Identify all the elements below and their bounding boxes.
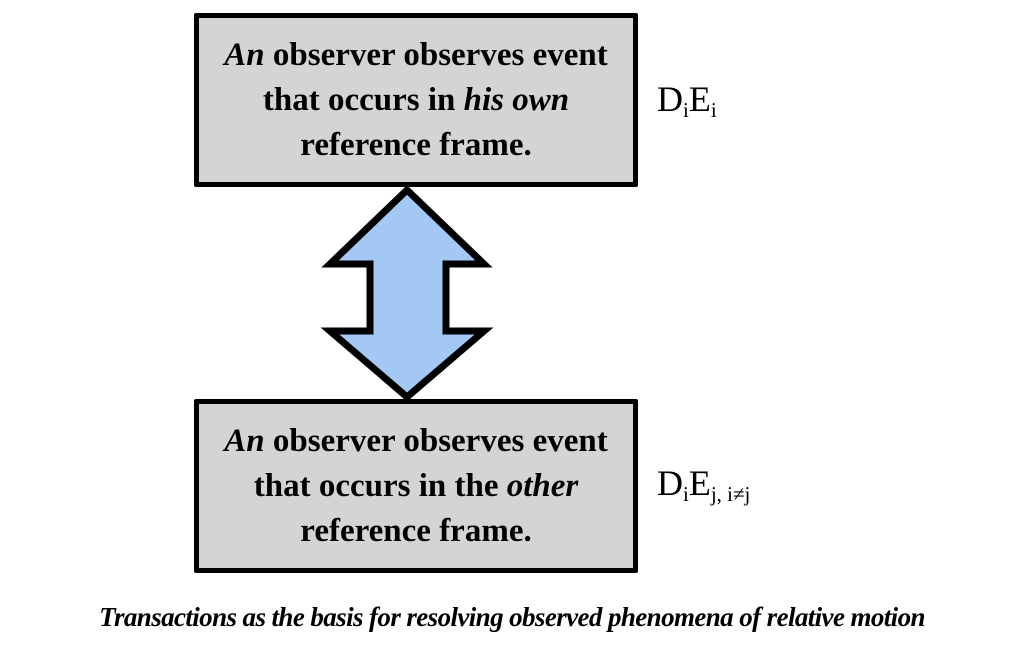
body-text: reference frame. [300, 126, 532, 163]
figure-caption: Transactions as the basis for resolving … [99, 602, 925, 632]
own-frame-label: DiEi [657, 78, 717, 123]
label-d: D [657, 79, 683, 119]
other-frame-box: An observer observes event that occurs i… [194, 399, 638, 573]
emphasis-text: An [224, 36, 265, 73]
label-sub-i: i [683, 482, 689, 506]
label-sub-i: i [710, 98, 717, 122]
label-sub-i: i [683, 98, 689, 122]
other-frame-text: An observer observes event that occurs i… [199, 419, 633, 554]
emphasis-text: An [224, 422, 265, 459]
own-frame-text: An observer observes event that occurs i… [199, 33, 633, 168]
label-sub-j: j, i≠j [710, 482, 751, 506]
own-frame-box: An observer observes event that occurs i… [194, 13, 638, 187]
label-e: E [688, 79, 711, 119]
body-text: observer observes event that occurs in t… [253, 422, 608, 504]
body-text: reference frame. [300, 512, 532, 549]
body-text: observer observes event that occurs in [262, 36, 608, 118]
bidirectional-arrow-shape [320, 185, 494, 402]
other-frame-label: DiEj, i≠j [657, 462, 750, 507]
label-e: E [688, 463, 711, 503]
emphasis-text: his own [463, 81, 570, 118]
emphasis-text: other [506, 467, 579, 504]
label-d: D [657, 463, 683, 503]
